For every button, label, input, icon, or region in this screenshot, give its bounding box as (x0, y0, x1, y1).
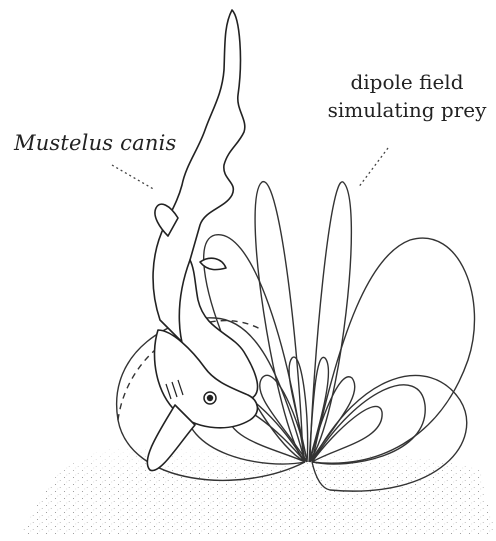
shark-tail (153, 10, 245, 350)
dipole-label-line-1: dipole field (322, 68, 492, 96)
shark-label-leader (112, 165, 155, 190)
dipole-field-label: dipole field simulating prey (322, 68, 492, 124)
seafloor-sand (20, 445, 496, 536)
shark-species-label: Mustelus canis (14, 131, 176, 155)
shark-mustelus-canis (147, 10, 257, 471)
dipole-label-line-2: simulating prey (322, 96, 492, 124)
shark-eye (204, 392, 216, 404)
dipole-label-leader (358, 148, 388, 188)
